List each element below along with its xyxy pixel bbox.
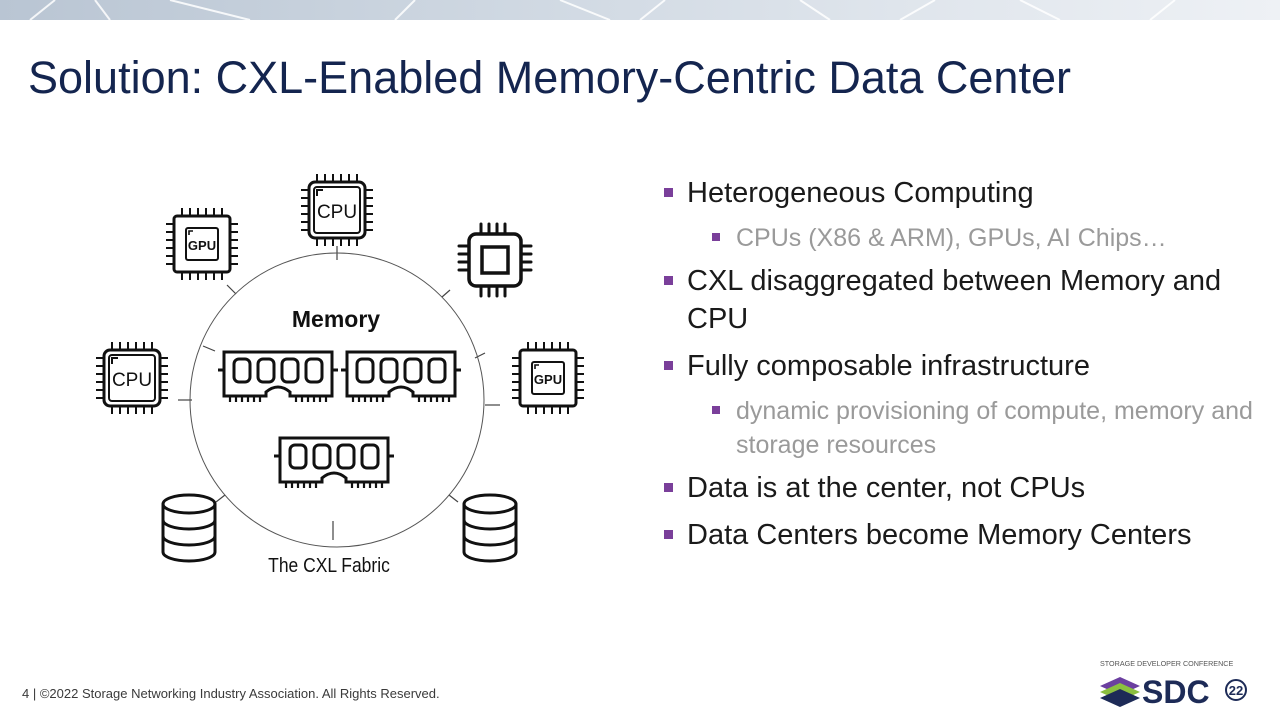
- memory-module-icon: [339, 350, 463, 404]
- bullet-text: CXL disaggregated between Memory and CPU: [687, 265, 1222, 335]
- memory-module-icon: [272, 436, 396, 490]
- copyright-footer: 4 | ©2022 Storage Networking Industry As…: [22, 686, 440, 701]
- bullet-text: Data is at the center, not CPUs: [687, 472, 1086, 504]
- ai-chip-icon: [457, 222, 533, 298]
- bullet-text: Heterogeneous Computing: [687, 177, 1034, 209]
- bullet-item: Data Centers become Memory Centers: [664, 516, 1264, 554]
- gpu-chip-label: GPU: [534, 372, 562, 387]
- sub-bullet-item: CPUs (X86 & ARM), GPUs, AI Chips…: [712, 221, 1264, 255]
- cpu-chip-icon: CPU: [96, 342, 168, 414]
- logo-year: 22: [1229, 683, 1243, 698]
- fabric-label: The CXL Fabric: [268, 555, 390, 578]
- gpu-chip-icon: GPU: [166, 208, 238, 280]
- bullet-text: Fully composable infrastructure: [687, 350, 1090, 382]
- bullet-item: Heterogeneous Computing: [664, 174, 1264, 212]
- sub-bullet-text: CPUs (X86 & ARM), GPUs, AI Chips…: [736, 224, 1167, 252]
- bullet-text: Data Centers become Memory Centers: [687, 519, 1192, 551]
- cxl-fabric-diagram: Memory CPU CPU GPU GPU: [0, 160, 640, 578]
- bullet-list: Heterogeneous Computing CPUs (X86 & ARM)…: [664, 174, 1264, 563]
- bullet-marker: [664, 276, 673, 285]
- gpu-chip-icon: GPU: [512, 342, 584, 414]
- slide-title: Solution: CXL-Enabled Memory-Centric Dat…: [28, 52, 1071, 103]
- database-icon: [161, 493, 217, 563]
- sub-bullet-item: dynamic provisioning of compute, memory …: [712, 394, 1264, 462]
- fabric-connectors: [178, 246, 500, 540]
- bullet-marker: [712, 406, 720, 414]
- logo-caption: STORAGE DEVELOPER CONFERENCE: [1100, 659, 1233, 668]
- bullet-marker: [664, 188, 673, 197]
- fabric-ring: [189, 252, 485, 548]
- bullet-item: Fully composable infrastructure: [664, 347, 1264, 385]
- cpu-chip-label: CPU: [317, 202, 357, 223]
- bullet-item: CXL disaggregated between Memory and CPU: [664, 262, 1264, 338]
- bullet-item: Data is at the center, not CPUs: [664, 469, 1264, 507]
- logo-text: SDC: [1142, 674, 1210, 708]
- bullet-marker: [664, 483, 673, 492]
- cpu-chip-icon: CPU: [301, 174, 373, 246]
- bullet-marker: [664, 530, 673, 539]
- top-banner: [0, 0, 1280, 20]
- cpu-chip-label: CPU: [112, 370, 152, 391]
- memory-label: Memory: [292, 306, 380, 332]
- sdc-logo: STORAGE DEVELOPER CONFERENCE SDC 22: [1100, 659, 1247, 708]
- database-icon: [462, 493, 518, 563]
- logo-layers-icon: [1100, 677, 1140, 707]
- memory-module-icon: [216, 350, 340, 404]
- gpu-chip-label: GPU: [188, 238, 216, 253]
- bullet-marker: [664, 361, 673, 370]
- sub-bullet-text: dynamic provisioning of compute, memory …: [736, 397, 1253, 459]
- bullet-marker: [712, 233, 720, 241]
